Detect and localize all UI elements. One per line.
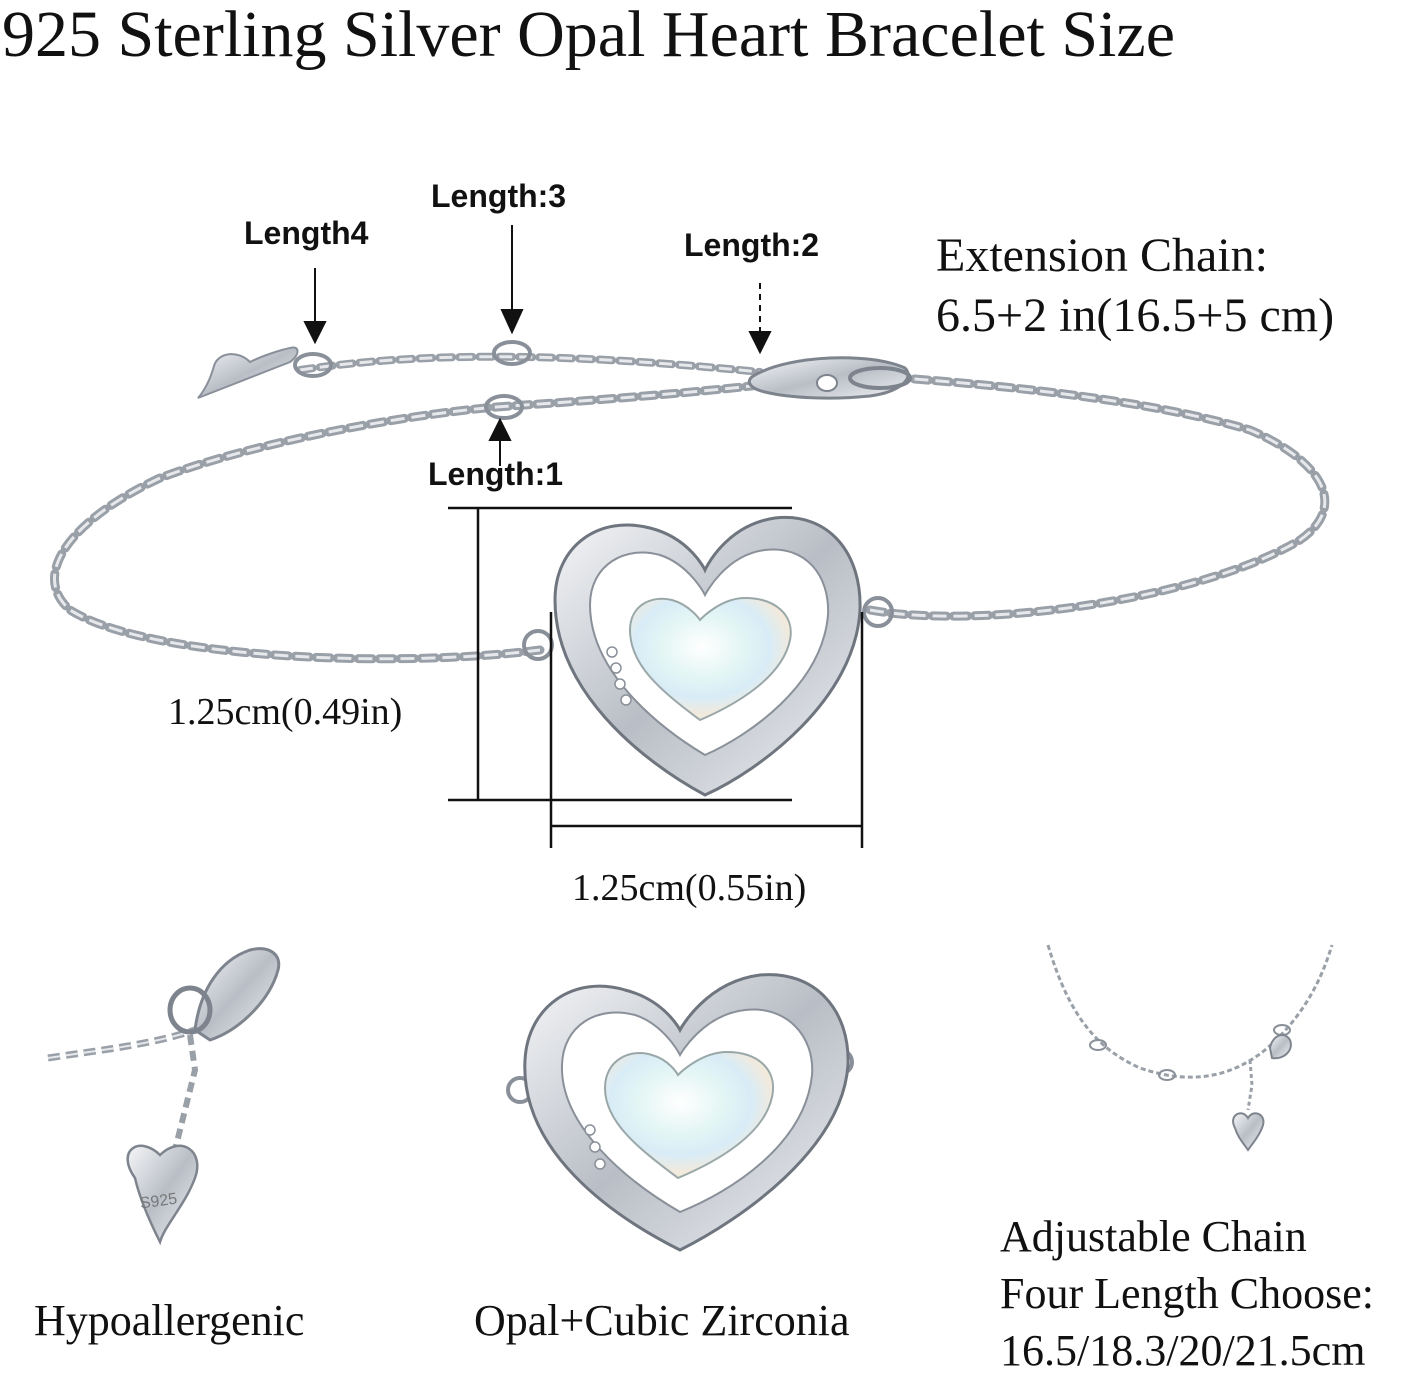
extension-spec: Extension Chain: 6.5+2 in(16.5+5 cm) — [936, 226, 1334, 346]
clasp-closeup-image — [47, 947, 281, 1246]
page-title: 925 Sterling Silver Opal Heart Bracelet … — [2, 0, 1175, 71]
adjustable-line2: Four Length Choose: — [1000, 1269, 1374, 1318]
adjustable-line3: 16.5/18.3/20/21.5cm — [1000, 1326, 1366, 1375]
dimension-lines — [448, 506, 864, 848]
length3-label: Length:3 — [431, 178, 567, 214]
pendant-closeup-image — [506, 973, 854, 1252]
hypoallergenic-caption: Hypoallergenic — [34, 1296, 305, 1345]
length1-label: Length:1 — [428, 456, 564, 492]
adjustable-chain-image — [1046, 944, 1334, 1152]
opal-cz-caption: Opal+Cubic Zirconia — [474, 1296, 850, 1345]
extension-line2: 6.5+2 in(16.5+5 cm) — [936, 289, 1335, 342]
length2-label: Length:2 — [684, 227, 820, 263]
height-dimension-label: 1.25cm(0.49in) — [168, 691, 403, 733]
length-arrows — [303, 225, 772, 466]
width-dimension-label: 1.25cm(0.55in) — [572, 867, 807, 909]
heart-pendant — [522, 515, 894, 797]
length4-label: Length4 — [244, 215, 369, 251]
chain-right — [865, 373, 1330, 621]
adjustable-chain-caption: Adjustable Chain Four Length Choose: 16.… — [1000, 1208, 1374, 1379]
extension-line1: Extension Chain: — [936, 229, 1268, 282]
adjustable-line1: Adjustable Chain — [1000, 1212, 1307, 1261]
heart-tag — [197, 346, 299, 399]
